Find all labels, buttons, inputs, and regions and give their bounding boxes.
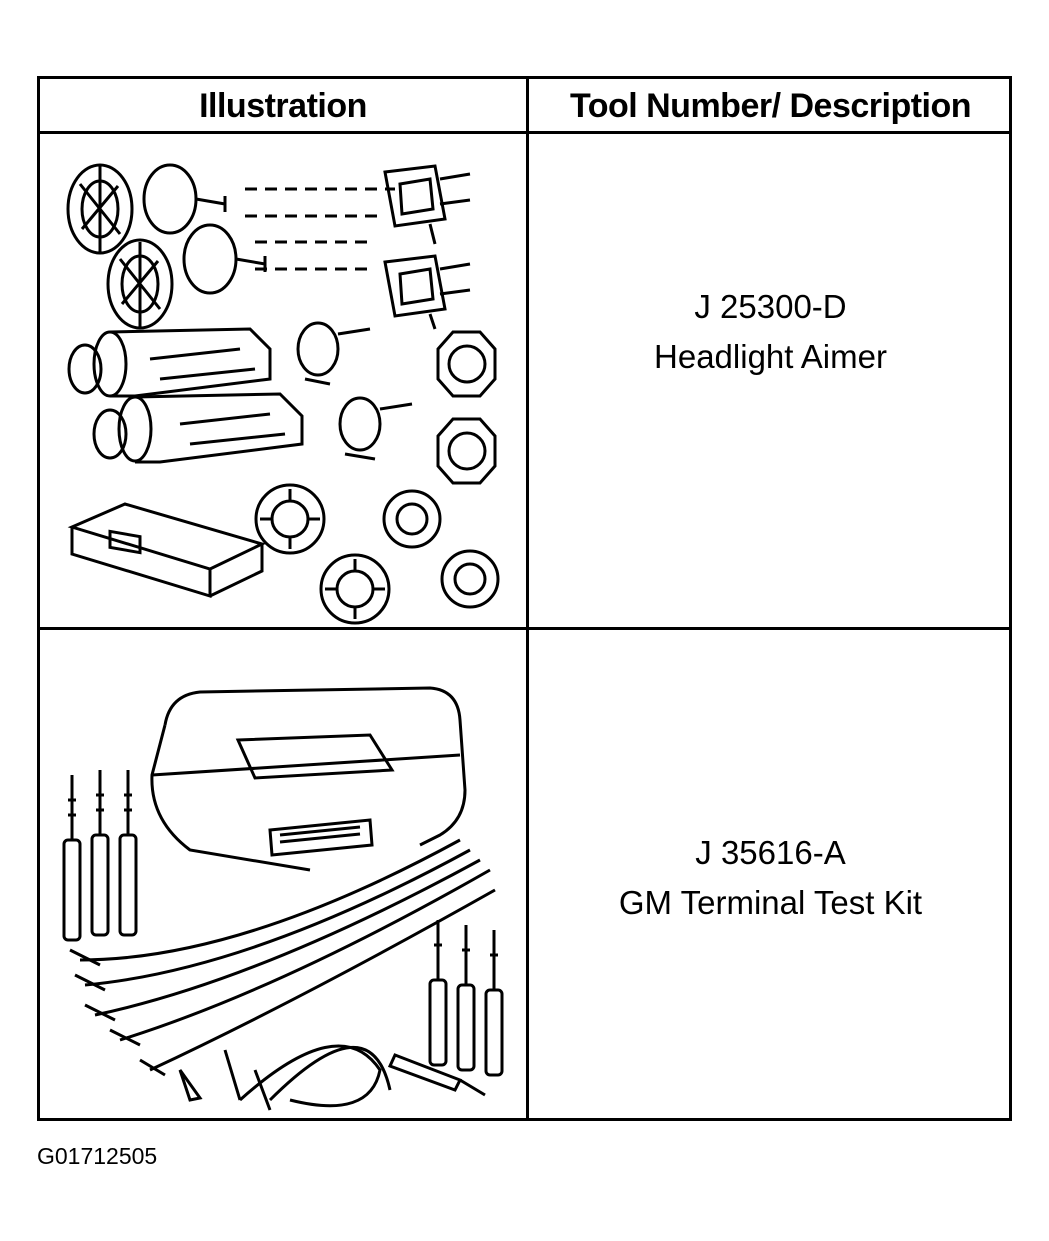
figure-id: G01712505 bbox=[37, 1143, 158, 1169]
headlight-aimer-illustration bbox=[40, 134, 526, 627]
test-probe bbox=[62, 775, 82, 942]
holder bbox=[338, 396, 413, 461]
test-probe bbox=[118, 770, 138, 937]
column-divider bbox=[526, 79, 529, 1118]
suction-cup bbox=[182, 223, 267, 295]
test-probe bbox=[428, 920, 448, 1067]
bracket bbox=[383, 164, 471, 245]
adapter-wheel bbox=[254, 483, 326, 555]
holder bbox=[296, 321, 371, 386]
test-leads bbox=[69, 838, 496, 1111]
adapter-wheel bbox=[319, 553, 391, 625]
header-tool-description: Tool Number/ Description bbox=[569, 87, 972, 125]
tool-description-2: J 35616-A GM Terminal Test Kit bbox=[529, 828, 1012, 928]
suction-cup bbox=[142, 163, 227, 235]
bracket bbox=[383, 254, 471, 330]
adapter-disc bbox=[66, 163, 134, 255]
kit-case bbox=[150, 686, 467, 872]
adapter-clip bbox=[387, 1053, 486, 1097]
aimer-unit bbox=[92, 392, 304, 464]
test-probe bbox=[484, 930, 504, 1077]
row-divider bbox=[40, 627, 1009, 630]
tool-table: Illustration Tool Number/ Description bbox=[37, 76, 1012, 1121]
header-divider bbox=[40, 131, 1009, 134]
test-probe bbox=[456, 925, 476, 1072]
tool-number: J 25300-D bbox=[694, 288, 847, 325]
tool-description-1: J 25300-D Headlight Aimer bbox=[529, 282, 1012, 382]
adapter-disc bbox=[106, 238, 174, 330]
tool-number: J 35616-A bbox=[695, 834, 846, 871]
octagon-ring bbox=[436, 417, 497, 485]
storage-case bbox=[67, 502, 267, 599]
adapter-wheel bbox=[382, 489, 442, 549]
header-illustration: Illustration bbox=[199, 87, 367, 125]
adapter-wheel bbox=[440, 549, 500, 609]
tool-description: GM Terminal Test Kit bbox=[618, 884, 923, 921]
terminal-test-kit-illustration bbox=[40, 630, 526, 1121]
tool-description: Headlight Aimer bbox=[654, 338, 887, 375]
octagon-ring bbox=[436, 330, 497, 398]
calibration-pins bbox=[245, 187, 395, 271]
test-probe bbox=[90, 770, 110, 937]
aimer-unit bbox=[67, 327, 272, 398]
